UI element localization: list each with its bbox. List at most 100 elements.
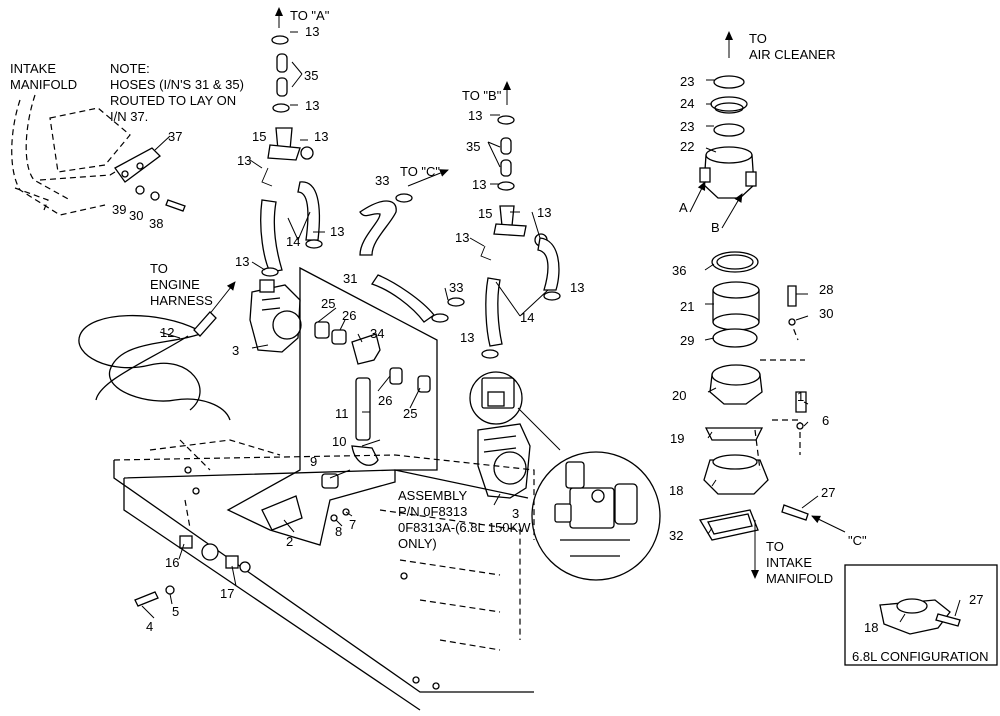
part-39: 39 <box>112 202 126 217</box>
part-13-d: 13 <box>237 153 251 168</box>
bracket-37 <box>114 147 161 183</box>
part-15-right: 15 <box>478 206 492 221</box>
part-4: 4 <box>146 619 153 634</box>
part-12: 12 <box>160 325 174 340</box>
to-intake-label-1: TO <box>766 539 784 554</box>
part-11: 11 <box>335 406 349 421</box>
part-13-l: 13 <box>460 330 474 345</box>
assembly-label-1: ASSEMBLY <box>398 488 467 503</box>
air-cleaner-stack <box>689 31 846 579</box>
part-13-a: 13 <box>305 24 319 39</box>
assembly-label-4: ONLY) <box>398 536 437 551</box>
part-30-right: 30 <box>819 306 833 321</box>
to-engine-harness-label-3: HARNESS <box>150 293 213 308</box>
note-line-3: ROUTED TO LAY ON <box>110 93 236 108</box>
part-5: 5 <box>172 604 179 619</box>
gas-valve-right <box>469 371 531 499</box>
to-b-label: TO "B" <box>462 88 502 103</box>
part-22: 22 <box>680 139 694 154</box>
part-24: 24 <box>680 96 694 111</box>
part-16: 16 <box>165 555 179 570</box>
part-27: 27 <box>821 485 835 500</box>
part-13-b: 13 <box>305 98 319 113</box>
part-7: 7 <box>349 517 356 532</box>
part-18: 18 <box>669 483 683 498</box>
part-15-left: 15 <box>252 129 266 144</box>
part-19: 19 <box>670 431 684 446</box>
part-14-right: 14 <box>520 310 534 325</box>
part-23-bottom: 23 <box>680 119 694 134</box>
arrow-c-label: "C" <box>848 533 867 548</box>
note-line-4: I/N 37. <box>110 109 148 124</box>
part-26-right: 26 <box>378 393 392 408</box>
note-title: NOTE: <box>110 61 150 76</box>
arrow-a-label: A <box>679 200 688 215</box>
part-36: 36 <box>672 263 686 278</box>
assembly-label-2: P/N 0F8313 <box>398 504 467 519</box>
part-35-left: 35 <box>304 68 318 83</box>
to-intake-label-2: INTAKE <box>766 555 812 570</box>
to-a-label: TO "A" <box>290 8 330 23</box>
part-6: 6 <box>822 413 829 428</box>
part-14-left: 14 <box>286 234 300 249</box>
part-number-labels: 1 2 3 3 4 5 6 7 8 9 10 11 12 13 13 13 13… <box>112 24 983 635</box>
part-23-top: 23 <box>680 74 694 89</box>
part-1: 1 <box>797 389 804 404</box>
detail-callout <box>517 407 661 581</box>
part-10: 10 <box>332 434 346 449</box>
part-13-g: 13 <box>468 108 482 123</box>
right-hose-stack <box>480 81 561 359</box>
note-line-2: HOSES (I/N'S 31 & 35) <box>110 77 244 92</box>
part-35-right: 35 <box>466 139 480 154</box>
to-intake-label-3: MANIFOLD <box>766 571 833 586</box>
part-32: 32 <box>669 528 683 543</box>
configuration-label: 6.8L CONFIGURATION <box>852 649 989 664</box>
to-engine-harness-label-2: ENGINE <box>150 277 200 292</box>
arrow-b-label: B <box>711 220 720 235</box>
part-8: 8 <box>335 524 342 539</box>
intake-manifold-sketch <box>11 94 136 216</box>
part-31: 31 <box>343 271 357 286</box>
to-c-label: TO "C" <box>400 164 440 179</box>
configuration-inset <box>844 564 998 666</box>
part-27-inset: 27 <box>969 592 983 607</box>
part-33-bottom: 33 <box>449 280 463 295</box>
hose-31 <box>359 169 465 323</box>
bolts-4-5 <box>134 585 175 607</box>
to-air-cleaner-label-2: AIR CLEANER <box>749 47 836 62</box>
part-37: 37 <box>168 129 182 144</box>
intake-manifold-label-2: MANIFOLD <box>10 77 77 92</box>
part-28: 28 <box>819 282 833 297</box>
intake-manifold-label-1: INTAKE <box>10 61 56 76</box>
hardware-39-30-38 <box>135 185 186 212</box>
leader-lines <box>141 31 961 623</box>
left-hose-stack <box>260 7 323 277</box>
part-29: 29 <box>680 333 694 348</box>
assembly-label-3: 0F8313A-(6.8L 150KW <box>398 520 531 535</box>
to-engine-harness-label-1: TO <box>150 261 168 276</box>
part-13-k: 13 <box>570 280 584 295</box>
part-13-e: 13 <box>235 254 249 269</box>
gas-valve-left <box>249 279 302 353</box>
part-20: 20 <box>672 388 686 403</box>
frame-rail <box>113 439 535 711</box>
part-26-left: 26 <box>342 308 356 323</box>
part-30-left: 30 <box>129 208 143 223</box>
part-34: 34 <box>370 326 384 341</box>
part-13-i: 13 <box>537 205 551 220</box>
wiring-harness-12 <box>78 311 231 421</box>
part-2: 2 <box>286 534 293 549</box>
part-25-right: 25 <box>403 406 417 421</box>
part-13-h: 13 <box>472 177 486 192</box>
part-38: 38 <box>149 216 163 231</box>
part-13-f: 13 <box>330 224 344 239</box>
part-3-right: 3 <box>512 506 519 521</box>
text-notes: INTAKE MANIFOLD NOTE: HOSES (I/N'S 31 & … <box>10 8 989 664</box>
part-13-c: 13 <box>314 129 328 144</box>
part-25-left: 25 <box>321 296 335 311</box>
part-18-inset: 18 <box>864 620 878 635</box>
part-3-left: 3 <box>232 343 239 358</box>
to-air-cleaner-label-1: TO <box>749 31 767 46</box>
part-13-j: 13 <box>455 230 469 245</box>
